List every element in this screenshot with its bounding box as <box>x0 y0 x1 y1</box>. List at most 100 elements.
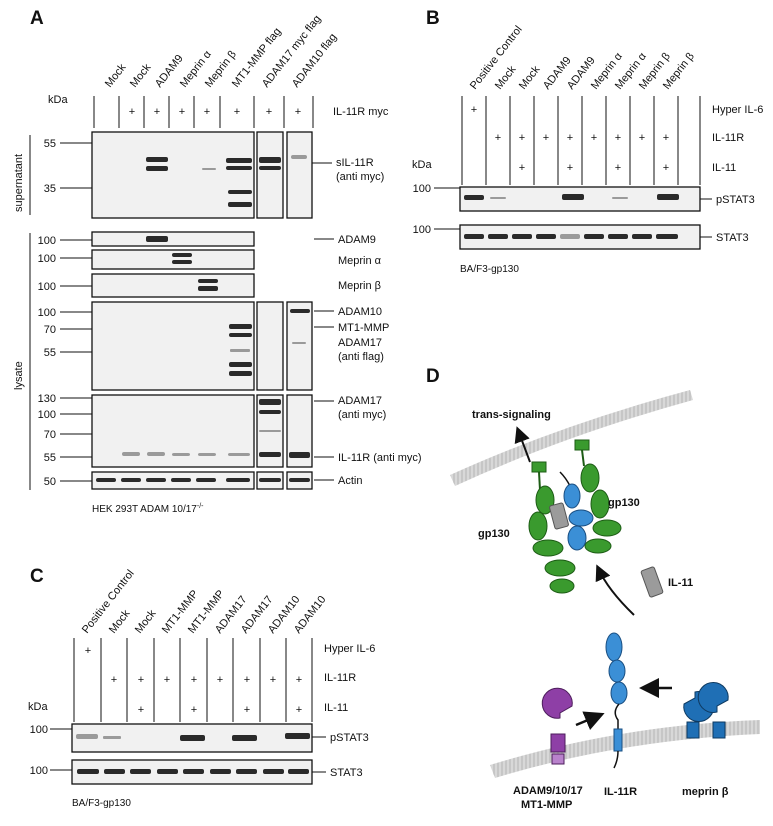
adam-protease <box>541 687 573 765</box>
panel-a-lane-headers: Mock Mock ADAM9 Meprin α Meprin β MT1-MM… <box>103 13 339 90</box>
adam9-blot <box>91 231 255 247</box>
mw-marker: 55 <box>44 138 56 150</box>
lane-header: Mock <box>133 607 159 635</box>
panel-a: A Mock Mock ADAM9 Meprin α Meprin β MT1-… <box>13 8 422 515</box>
plus-mark: + <box>270 674 276 686</box>
anti-flag-label: (anti flag) <box>338 351 384 363</box>
gp130-left <box>528 461 576 594</box>
il11-free <box>640 566 664 598</box>
actin-blot <box>91 471 313 490</box>
kda-label: kDa <box>48 94 68 106</box>
mw-marker: 100 <box>38 409 56 421</box>
row-label: IL-11R <box>712 132 744 144</box>
trans-signaling-label: trans-signaling <box>472 409 551 421</box>
plus-mark: + <box>138 704 144 716</box>
panel-b: B Positive Control Mock Mock ADAM9 ADAM9… <box>412 8 763 275</box>
mw-marker: 100 <box>38 307 56 319</box>
lysate-label: lysate <box>13 361 25 390</box>
adam9-label: ADAM9 <box>338 234 376 246</box>
meprin-beta-label: Meprin β <box>338 280 381 292</box>
pstat3-blot <box>71 723 313 753</box>
panel-a-letter: A <box>30 8 44 29</box>
panel-c-treatment-rows: + Hyper IL-6 + + + + + + + + IL-11R + + … <box>85 643 376 716</box>
plus-mark: + <box>296 704 302 716</box>
anti-myc-blot <box>91 394 313 468</box>
panel-c-lane-headers: Positive Control Mock Mock MT1-MMP MT1-M… <box>80 568 329 636</box>
mw-marker: 35 <box>44 183 56 195</box>
pstat3-label: pSTAT3 <box>716 194 755 206</box>
il11r-membrane <box>605 632 628 769</box>
mw-marker: 100 <box>413 224 431 236</box>
plus-mark: + <box>85 645 91 657</box>
plus-mark: + <box>191 674 197 686</box>
plus-mark: + <box>217 674 223 686</box>
plus-mark: + <box>244 674 250 686</box>
kda-label: kDa <box>412 159 432 171</box>
panel-c-letter: C <box>30 566 44 587</box>
plus-mark: + <box>639 132 645 144</box>
meprin-alpha-blot <box>91 249 255 270</box>
mw-marker: 55 <box>44 452 56 464</box>
panel-d: D trans-signaling <box>426 366 760 811</box>
il11r-complex <box>549 471 594 551</box>
mw-marker: 100 <box>38 253 56 265</box>
plus-mark: + <box>543 132 549 144</box>
adam17-label: ADAM17 <box>338 337 382 349</box>
row-label: Hyper IL-6 <box>712 104 763 116</box>
adam17-myc-label: ADAM17 <box>338 395 382 407</box>
supernatant-label: supernatant <box>13 154 25 212</box>
il11-label: IL-11 <box>668 577 693 589</box>
gp130-right-label: gp130 <box>608 497 640 509</box>
il11r-myc-label: IL-11R (anti myc) <box>338 452 422 464</box>
plus-mark: + <box>591 132 597 144</box>
panel-a-il11r-row: + + + + + + + IL-11R myc <box>129 106 389 118</box>
plus-mark: + <box>663 132 669 144</box>
mw-marker: 100 <box>30 724 48 736</box>
stat3-label: STAT3 <box>716 232 749 244</box>
plus-mark: + <box>495 132 501 144</box>
meprin-beta-blot <box>91 273 255 298</box>
panel-d-letter: D <box>426 366 440 387</box>
plus-mark: + <box>663 162 669 174</box>
plus-mark: + <box>567 132 573 144</box>
plus-mark: + <box>204 106 210 118</box>
plus-mark: + <box>164 674 170 686</box>
plus-mark: + <box>244 704 250 716</box>
mw-marker: 50 <box>44 476 56 488</box>
pstat3-label: pSTAT3 <box>330 732 369 744</box>
mw-marker: 70 <box>44 324 56 336</box>
meprin-alpha-label: Meprin α <box>338 255 382 267</box>
lane-header: Mock <box>517 63 543 91</box>
plus-mark: + <box>471 104 477 116</box>
anti-myc-label: (anti myc) <box>338 409 386 421</box>
plus-mark: + <box>191 704 197 716</box>
plus-mark: + <box>615 162 621 174</box>
plus-mark: + <box>234 106 240 118</box>
row-label: IL-11 <box>324 702 348 714</box>
plus-mark: + <box>519 162 525 174</box>
mw-marker: 100 <box>30 765 48 777</box>
meprin-beta <box>683 681 729 739</box>
plus-mark: + <box>129 106 135 118</box>
plus-mark: + <box>296 674 302 686</box>
plus-mark: + <box>615 132 621 144</box>
lane-header: Mock <box>103 61 129 89</box>
gp130-left-label: gp130 <box>478 528 510 540</box>
sil11r-label: sIL-11R <box>336 157 374 169</box>
adam10-label: ADAM10 <box>338 306 382 318</box>
panel-c: C Positive Control Mock Mock MT1-MMP MT1… <box>28 566 375 809</box>
plus-mark: + <box>567 162 573 174</box>
stat3-label: STAT3 <box>330 767 363 779</box>
il11r-label: IL-11R <box>604 786 637 798</box>
mw-marker: 100 <box>413 183 431 195</box>
mw-marker: 100 <box>38 281 56 293</box>
anti-flag-blot <box>91 301 313 391</box>
row-label: IL-11R <box>324 672 356 684</box>
panel-b-lane-headers: Positive Control Mock Mock ADAM9 ADAM9 M… <box>468 24 697 92</box>
plus-mark: + <box>154 106 160 118</box>
plus-mark: + <box>266 106 272 118</box>
mw-marker: 70 <box>44 429 56 441</box>
protease-label-2: MT1-MMP <box>521 799 572 811</box>
stat3-blot <box>71 759 313 785</box>
